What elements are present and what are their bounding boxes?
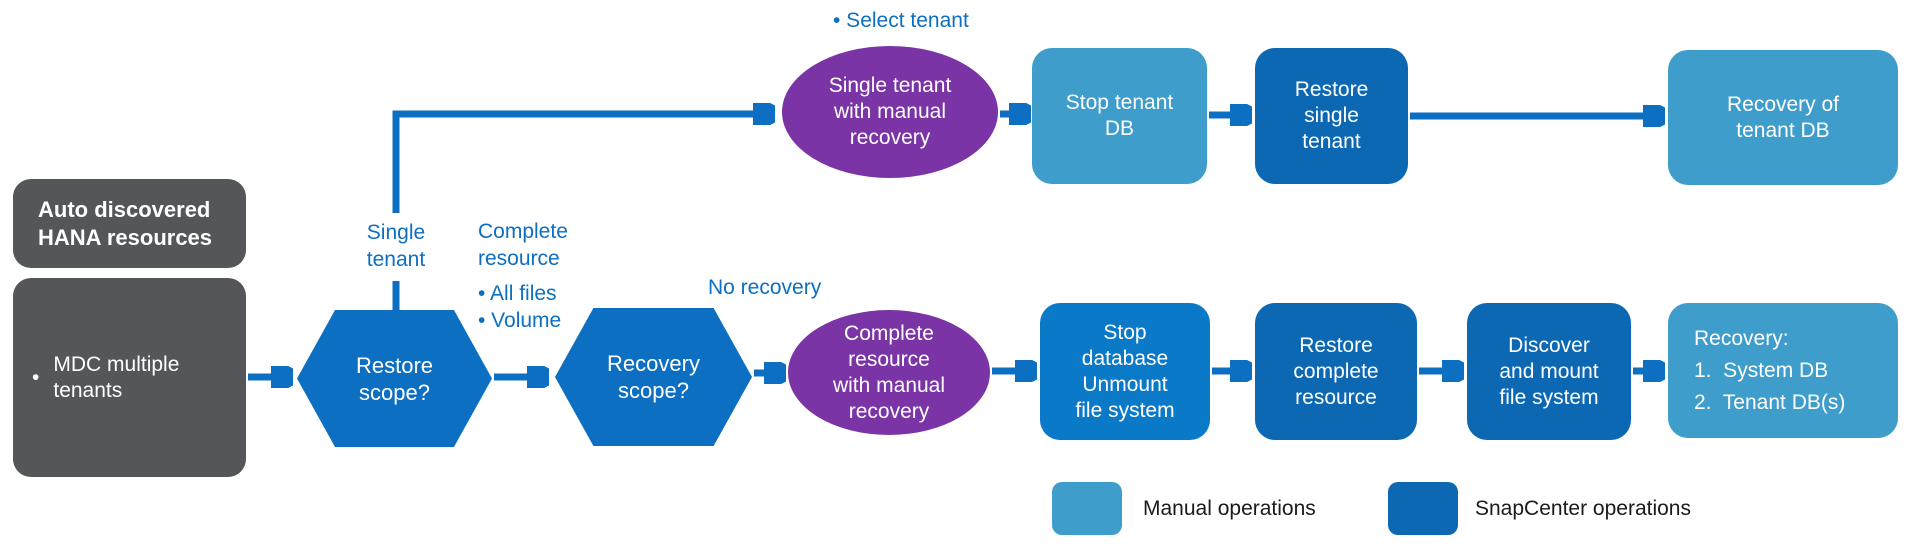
restore-scope-decision: Restore scope? xyxy=(297,310,492,447)
restore-single-tenant-label: Restore single tenant xyxy=(1294,78,1369,153)
single-tenant-label: Single tenant xyxy=(366,221,426,271)
legend-manual-label: Manual operations xyxy=(1143,497,1316,520)
discover-mount-label: Discover and mount file system xyxy=(1499,333,1599,409)
recovery-steps-label: Recovery: 1. System DB 2. Tenant DB(s) xyxy=(1694,326,1846,414)
recovery-steps-box: Recovery: 1. System DB 2. Tenant DB(s) xyxy=(1668,303,1898,438)
recovery-scope-label: Recovery scope? xyxy=(607,351,700,403)
select-tenant-label: • Select tenant xyxy=(833,9,969,32)
mdc-tenants-box: • MDC multiple tenants xyxy=(13,278,246,477)
complete-resource-recovery-label: Complete resource with manual recovery xyxy=(832,321,946,423)
restore-complete-resource-label: Restore complete resource xyxy=(1293,333,1379,409)
single-tenant-recovery-label: Single tenant with manual recovery xyxy=(828,74,952,149)
recovery-of-tenant-db-box: Recovery of tenant DB xyxy=(1668,50,1898,185)
recovery-of-tenant-db-label: Recovery of tenant DB xyxy=(1726,92,1840,142)
single-tenant-recovery-ellipse: Single tenant with manual recovery xyxy=(782,46,998,178)
auto-discovered-label: Auto discovered HANA resources xyxy=(38,196,213,250)
complete-resource-label: Complete resource xyxy=(478,220,568,270)
complete-resource-options-label: • All files • Volume xyxy=(478,282,562,332)
complete-resource-recovery-ellipse: Complete resource with manual recovery xyxy=(788,310,990,435)
legend-manual-swatch xyxy=(1052,482,1122,535)
legend-snapcenter-label: SnapCenter operations xyxy=(1475,497,1691,520)
arrow-single-tenant-branch xyxy=(392,114,754,213)
recovery-scope-decision: Recovery scope? xyxy=(555,308,752,446)
no-recovery-label: No recovery xyxy=(708,276,822,299)
mdc-tenants-label: MDC multiple tenants xyxy=(53,352,180,402)
stop-database-unmount-box: Stop database Unmount file system xyxy=(1040,303,1210,440)
legend-snapcenter-swatch xyxy=(1388,482,1458,535)
discover-mount-box: Discover and mount file system xyxy=(1467,303,1631,440)
bullet-icon: • xyxy=(32,365,40,389)
stop-tenant-db-label: Stop tenant DB xyxy=(1065,91,1174,140)
stop-tenant-db-box: Stop tenant DB xyxy=(1032,48,1207,184)
auto-discovered-box: Auto discovered HANA resources xyxy=(13,179,246,268)
restore-scope-label: Restore scope? xyxy=(355,352,434,405)
restore-complete-resource-box: Restore complete resource xyxy=(1255,303,1417,440)
restore-single-tenant-box: Restore single tenant xyxy=(1255,48,1408,184)
stop-database-unmount-label: Stop database Unmount file system xyxy=(1075,320,1175,422)
